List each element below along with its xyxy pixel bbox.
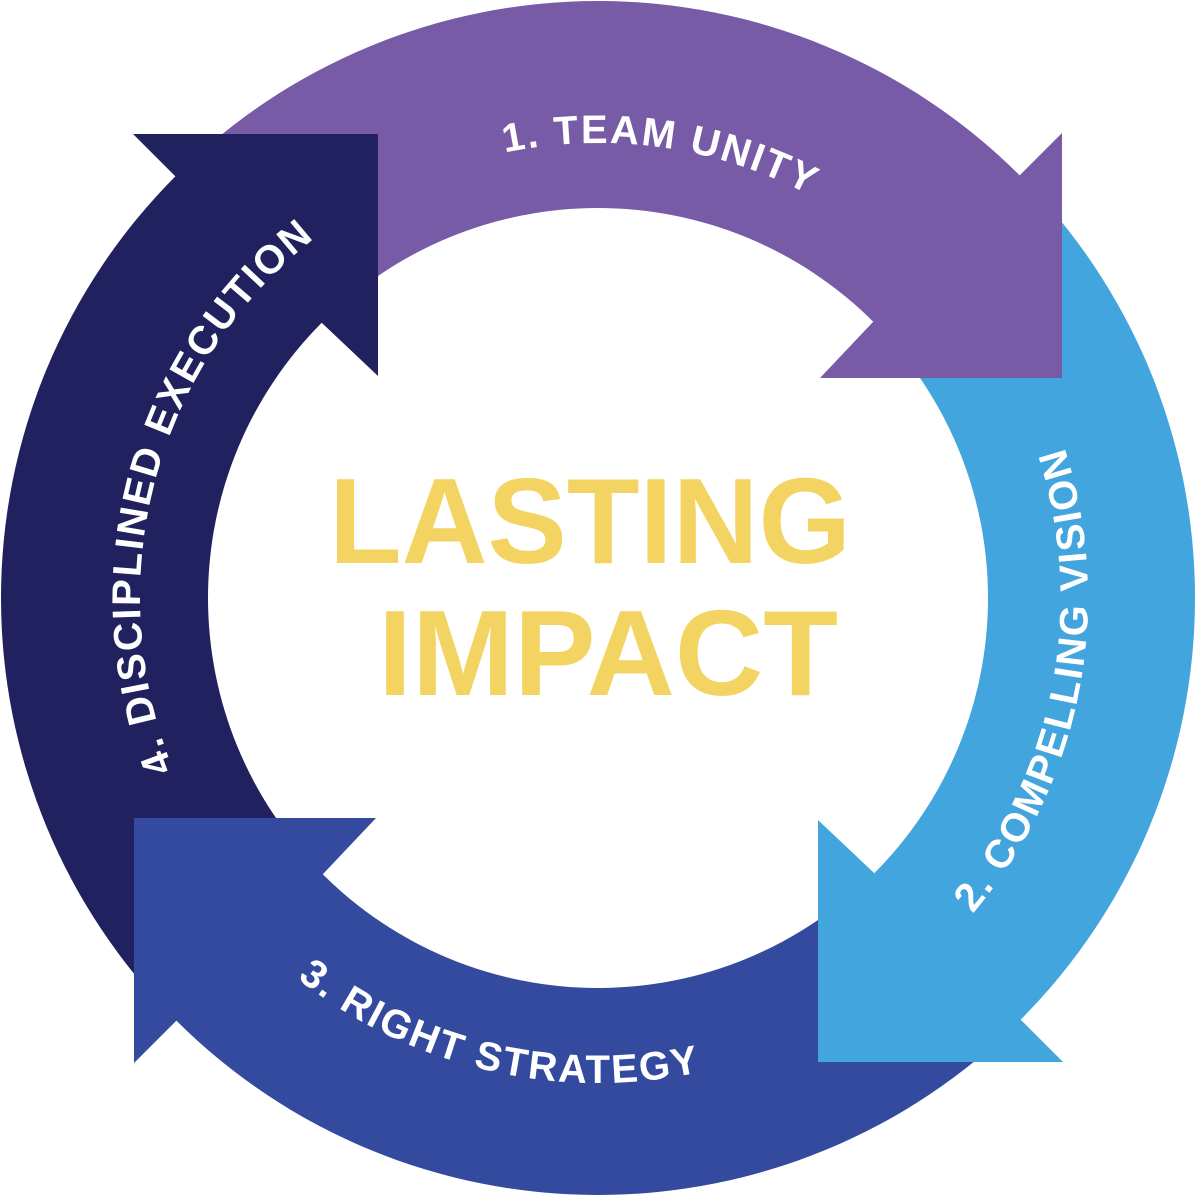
- arrow-right-strategy-body: [175, 873, 1021, 1195]
- arrow-right-strategy-head: [134, 818, 376, 1063]
- arrow-team-unity-body: [175, 1, 1021, 323]
- arrow-disciplined-execution-body: [1, 175, 323, 1021]
- arrow-disciplined-execution-head: [133, 134, 378, 376]
- center-title-line-2: IMPACT: [378, 585, 838, 721]
- center-title-line-1: LASTING: [329, 453, 851, 589]
- arrow-compelling-vision-body: [873, 175, 1195, 1021]
- arrow-team-unity-head: [820, 133, 1062, 378]
- arrow-compelling-vision-head: [818, 820, 1063, 1062]
